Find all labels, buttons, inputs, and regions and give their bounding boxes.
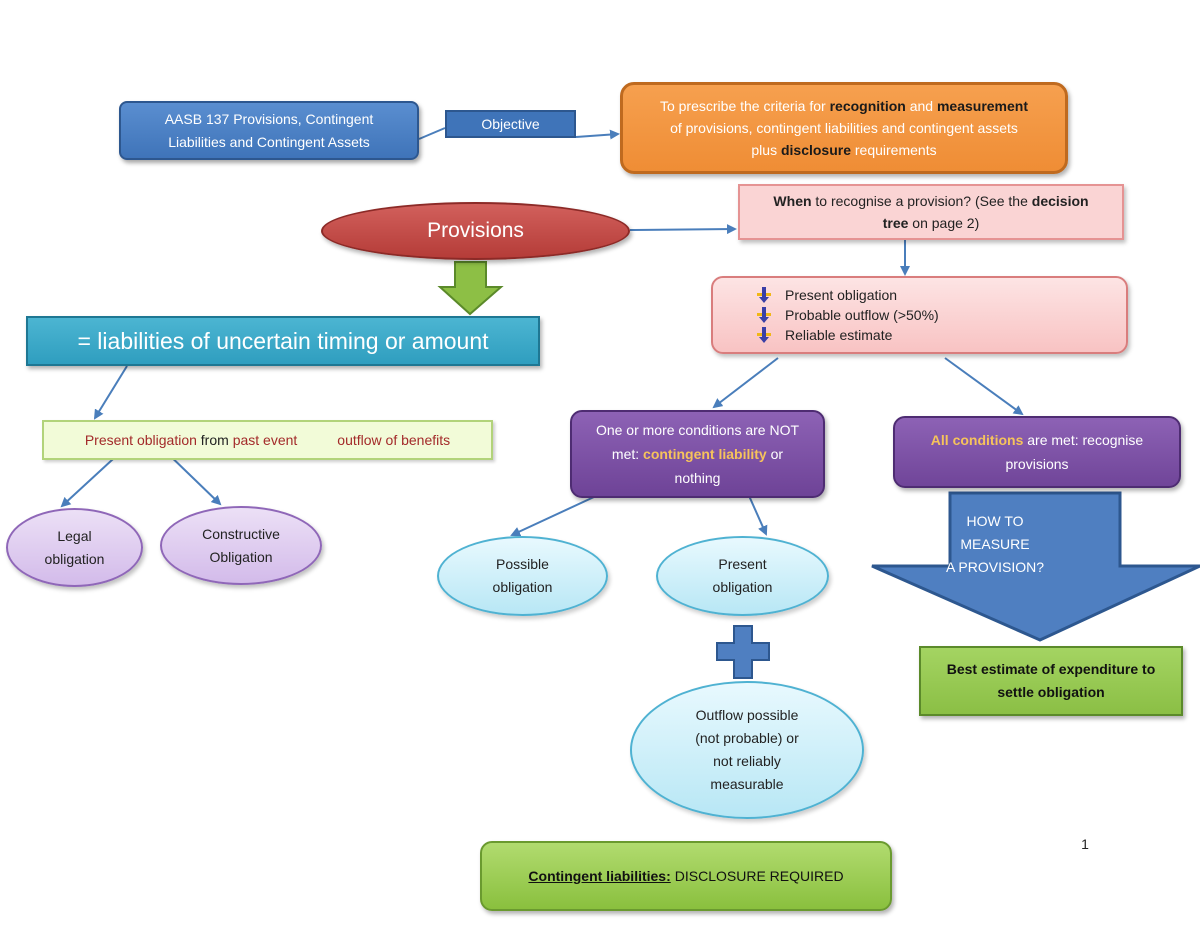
connector-liab-present-event: [93, 365, 128, 420]
condition-item: Reliable estimate: [757, 325, 892, 345]
all-conditions-met-box: All conditions are met: recognise provis…: [893, 416, 1181, 488]
purpose-box: To prescribe the criteria for recognitio…: [620, 82, 1068, 174]
present-obligation-ellipse: Present obligation: [656, 536, 829, 616]
contingent-disclosure-box: Contingent liabilities: DISCLOSURE REQUI…: [480, 841, 892, 911]
best-estimate-box: Best estimate of expenditure to settle o…: [919, 646, 1183, 716]
when-text: to recognise a provision? (See the: [811, 193, 1032, 209]
liabilities-definition-box: = liabilities of uncertain timing or amo…: [26, 316, 540, 366]
all-met-text: are met: recognise: [1023, 432, 1144, 448]
outflow-benefits-text: outflow of benefits: [337, 432, 451, 448]
all-met-line-2: provisions: [1005, 456, 1069, 472]
outflow-line-2: (not probable) or: [695, 730, 799, 746]
title-line-2: Liabilities and Contingent Assets: [168, 133, 370, 150]
constructive-line-1: Constructive: [202, 525, 280, 542]
conditions-not-met-box: One or more conditions are NOT met: cont…: [570, 410, 825, 498]
present-line-1: Present: [718, 556, 767, 572]
all-met-highlight: All conditions: [930, 432, 1024, 448]
purpose-requirements: requirements: [851, 142, 937, 158]
when-bold: When: [773, 193, 812, 209]
page-number-label: 1: [1081, 836, 1089, 852]
not-met-line-2: met: contingent liability or: [612, 442, 783, 466]
provisions-label: Provisions: [427, 219, 524, 242]
measure-line-1: HOW TO MEASURE: [960, 512, 1030, 552]
purpose-disclosure: disclosure: [780, 142, 851, 158]
green-down-arrow: [437, 261, 504, 316]
constructive-line-2: Obligation: [209, 548, 273, 565]
title-box: AASB 137 Provisions, Contingent Liabilit…: [119, 101, 419, 160]
all-met-line-1: All conditions are met: recognise: [931, 428, 1143, 452]
possible-obligation-ellipse: Possible obligation: [437, 536, 608, 616]
condition-item: Present obligation: [757, 285, 897, 305]
past-event-text: past event: [232, 432, 298, 448]
purpose-and: and: [905, 98, 937, 114]
title-line-1: AASB 137 Provisions, Contingent: [164, 110, 374, 127]
when-decision: decision: [1031, 193, 1089, 209]
disclosure-text: DISCLOSURE REQUIRED: [674, 868, 844, 884]
bullet-arrow-icon: [757, 327, 771, 343]
present-line-2: obligation: [712, 579, 773, 595]
constructive-obligation-ellipse: Constructive Obligation: [160, 506, 322, 585]
possible-line-2: obligation: [492, 579, 553, 595]
condition-label: Probable outflow (>50%): [785, 307, 939, 323]
conditions-box: Present obligation Probable outflow (>50…: [711, 276, 1128, 354]
connector-provisions-when: [629, 224, 737, 235]
not-met-or: or: [766, 446, 784, 462]
bullet-arrow-icon: [757, 307, 771, 323]
outflow-line-1: Outflow possible: [695, 707, 799, 723]
purpose-line-2: of provisions, contingent liabilities an…: [670, 120, 1018, 136]
plus-icon: [716, 625, 770, 679]
best-line-2: settle obligation: [997, 684, 1105, 700]
how-to-measure-label: HOW TO MEASURE A PROVISION?: [935, 513, 1055, 575]
present-obligation-text: Present obligation: [84, 432, 197, 448]
bullet-arrow-icon: [757, 287, 771, 303]
purpose-measurement: measurement: [936, 98, 1029, 114]
possible-line-1: Possible: [496, 556, 549, 572]
from-text: from: [196, 432, 233, 448]
when-line-1: When to recognise a provision? (See the …: [773, 190, 1088, 212]
connector-conditions-all-met: [944, 357, 1024, 416]
liabilities-definition-text: = liabilities of uncertain timing or amo…: [77, 327, 489, 354]
condition-label: Present obligation: [785, 287, 898, 303]
not-met-line-3: nothing: [674, 470, 721, 486]
connector-objective-purpose: [575, 129, 620, 140]
present-obligation-box: Present obligation from past event outfl…: [42, 420, 493, 460]
legal-line-1: Legal: [57, 527, 92, 544]
connector-conditions-not-met: [712, 357, 779, 409]
outflow-line-4: measurable: [710, 776, 784, 792]
purpose-line-3: plus disclosure requirements: [751, 139, 936, 161]
purpose-line-1: To prescribe the criteria for recognitio…: [660, 95, 1028, 117]
purpose-plus: plus: [751, 142, 781, 158]
when-tree: tree: [882, 215, 909, 231]
page-number: 1: [1070, 833, 1100, 855]
not-met-line-1: One or more conditions are NOT: [595, 422, 800, 438]
when-line-2: tree on page 2): [883, 212, 980, 234]
condition-item: Probable outflow (>50%): [757, 305, 939, 325]
purpose-text: To prescribe the criteria for: [659, 98, 830, 114]
outflow-line-3: not reliably: [713, 753, 781, 769]
purpose-recognition: recognition: [829, 98, 906, 114]
not-met-met: met:: [611, 446, 644, 462]
when-page: on page 2): [908, 215, 980, 231]
condition-label: Reliable estimate: [785, 327, 893, 343]
connector-title-objective: [418, 127, 446, 140]
legal-obligation-ellipse: Legal obligation: [6, 508, 143, 587]
not-met-contingent: contingent liability: [643, 446, 767, 462]
provisions-ellipse: Provisions: [321, 202, 630, 260]
outflow-possible-ellipse: Outflow possible (not probable) or not r…: [630, 681, 864, 819]
objective-label: Objective: [481, 116, 540, 132]
best-line-1: Best estimate of expenditure to: [946, 661, 1156, 677]
objective-box: Objective: [445, 110, 576, 138]
when-recognise-box: When to recognise a provision? (See the …: [738, 184, 1124, 240]
disclosure-heading: Contingent liabilities:: [528, 868, 671, 884]
measure-line-2: A PROVISION?: [945, 558, 1045, 575]
legal-line-2: obligation: [44, 550, 105, 567]
